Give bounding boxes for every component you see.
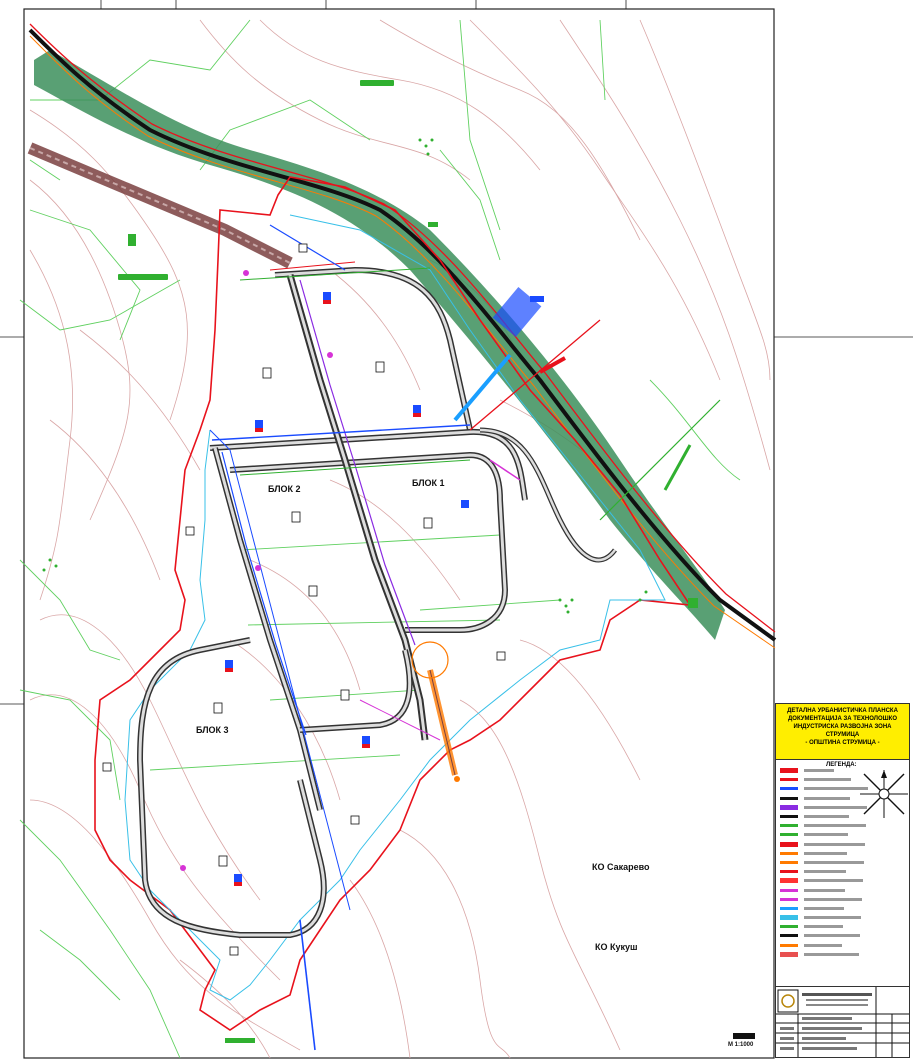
legend-symbol	[780, 851, 798, 855]
legend-text-line	[804, 934, 860, 938]
legend-symbol	[780, 768, 798, 774]
roundabout	[411, 641, 449, 679]
legend-row	[780, 885, 870, 894]
legend-row	[780, 950, 870, 959]
legend-symbol	[780, 778, 798, 782]
scale-label: М 1:1000	[728, 1042, 754, 1048]
legend-text-line	[804, 842, 865, 846]
legend-text-line	[804, 805, 867, 809]
legend-row	[780, 904, 870, 913]
legend-text-line	[804, 870, 846, 874]
legend-symbol	[780, 888, 798, 892]
legend-symbol	[780, 897, 798, 901]
legend-text-line	[804, 925, 843, 929]
utility-lines	[209, 224, 521, 1051]
utility-markers	[128, 234, 469, 886]
internal-roads	[136, 266, 617, 938]
legend-text-line	[804, 796, 850, 800]
legend-symbol	[780, 951, 798, 957]
legend-row	[780, 931, 870, 940]
legend-text-line	[804, 851, 847, 855]
green-buffer-zone	[34, 50, 725, 640]
legend-row	[780, 895, 870, 904]
legend-text-line	[804, 778, 851, 782]
legend-text-line	[804, 815, 849, 819]
legend-row	[780, 784, 870, 793]
vegetation-dots	[42, 138, 648, 614]
vegetation-blocks	[118, 80, 698, 1043]
drawing-frame	[23, 8, 775, 1059]
legend-row	[780, 858, 870, 867]
cadastre-note-1: КО Сакарево	[592, 862, 650, 872]
legend-row	[780, 821, 870, 830]
north-arrow-icon	[860, 770, 908, 818]
legend-row	[780, 794, 870, 803]
municipality-seal-icon	[781, 994, 795, 1008]
legend-row	[780, 803, 870, 812]
legend-row	[780, 867, 870, 876]
legend-symbol	[780, 833, 798, 837]
legend-subtitle: - ОПШТИНА СТРУМИЦА -	[805, 740, 880, 746]
legend-text-line	[804, 952, 859, 956]
legend-symbol	[780, 796, 798, 800]
block-2-label: БЛОК 2	[268, 484, 301, 494]
legend-text-line	[804, 943, 842, 947]
legend-text-line	[804, 833, 848, 837]
legend-symbol	[780, 815, 798, 819]
legend-row	[780, 876, 870, 885]
legend-row	[780, 830, 870, 839]
title-block-grid	[776, 987, 909, 1057]
scale-marker	[733, 1033, 755, 1039]
legend-text-line	[804, 916, 861, 920]
block-1-label: БЛОК 1	[412, 478, 445, 488]
legend-symbol	[780, 915, 798, 921]
cadastre-note-2: КО Кукуш	[595, 942, 638, 952]
legend-text-line	[804, 787, 868, 791]
legend-row	[780, 849, 870, 858]
title-block	[776, 986, 909, 1057]
legend-symbol	[780, 925, 798, 929]
water-connection	[453, 353, 512, 422]
block-3-label: БЛОК 3	[196, 725, 229, 735]
legend-row	[780, 913, 870, 922]
legend-symbol	[780, 878, 798, 884]
parcel-markers	[102, 243, 506, 956]
legend-title-text: ДЕТАЛНА УРБАНИСТИЧКА ПЛАНСКА ДОКУМЕНТАЦИ…	[787, 708, 898, 738]
legend-text-line	[804, 860, 864, 864]
legend-title: ДЕТАЛНА УРБАНИСТИЧКА ПЛАНСКА ДОКУМЕНТАЦИ…	[776, 704, 909, 760]
legend-panel: ДЕТАЛНА УРБАНИСТИЧКА ПЛАНСКА ДОКУМЕНТАЦИ…	[775, 703, 910, 1058]
legend-text-line	[804, 897, 862, 901]
legend-heading: ЛЕГЕНДА:	[826, 762, 857, 768]
legend-text-line	[804, 824, 866, 828]
legend-row	[780, 941, 870, 950]
legend-text-line	[804, 888, 845, 892]
external-power-line	[469, 319, 601, 431]
legend-symbol	[780, 841, 798, 847]
legend-text-line	[804, 906, 844, 910]
legend-row	[780, 840, 870, 849]
legend-symbol	[780, 787, 798, 791]
water-station	[492, 287, 542, 337]
legend-symbol	[780, 804, 798, 810]
legend-row	[780, 766, 870, 775]
top-ticks	[100, 0, 627, 9]
legend-symbol	[780, 934, 798, 938]
legend-symbol	[780, 870, 798, 874]
legend-symbol	[780, 906, 798, 910]
external-green-line	[599, 399, 721, 521]
legend-text-line	[804, 769, 834, 773]
legend-row	[780, 775, 870, 784]
legend-text-line	[804, 879, 863, 883]
legend-row	[780, 922, 870, 931]
legend-symbol	[780, 943, 798, 947]
legend-symbol	[780, 824, 798, 828]
legend-row	[780, 812, 870, 821]
parking-tag	[530, 296, 544, 302]
legend-items	[780, 766, 870, 959]
legend-symbol	[780, 860, 798, 864]
plan-boundary	[94, 176, 692, 1031]
